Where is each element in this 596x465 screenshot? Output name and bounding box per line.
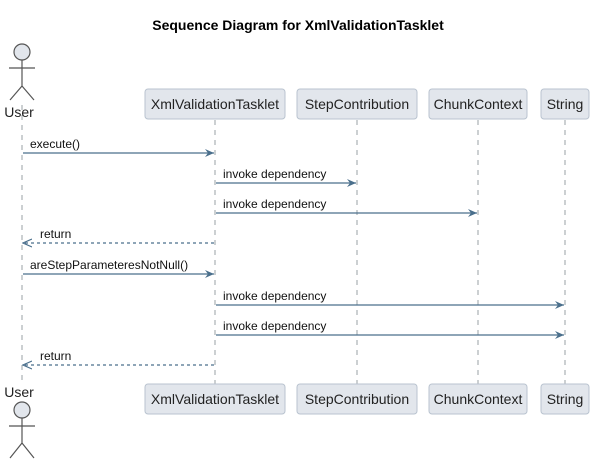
call-message: invoke dependency xyxy=(216,319,564,339)
actor-user-top: User xyxy=(4,43,35,120)
participant-step-bottom: StepContribution xyxy=(296,383,418,415)
participant-step-top: StepContribution xyxy=(296,88,418,120)
participant-box xyxy=(540,88,590,120)
call-message: areStepParameteresNotNull() xyxy=(23,258,214,278)
call-message: invoke dependency xyxy=(216,197,477,217)
message-label: return xyxy=(40,227,71,241)
participant-label: String xyxy=(547,96,584,112)
participant-label: String xyxy=(547,391,584,407)
return-message: return xyxy=(23,349,214,365)
participant-box xyxy=(144,383,286,415)
message-label: invoke dependency xyxy=(223,289,326,303)
participant-label: ChunkContext xyxy=(434,96,523,112)
message-label: invoke dependency xyxy=(223,167,326,181)
participant-chunk-top: ChunkContext xyxy=(428,88,528,120)
participant-string-top: String xyxy=(540,88,590,120)
user-actor-icon xyxy=(9,43,35,101)
participant-tasklet-bottom: XmlValidationTasklet xyxy=(144,383,286,415)
participant-chunk-bottom: ChunkContext xyxy=(428,383,528,415)
return-message: return xyxy=(23,227,214,243)
participant-box xyxy=(540,383,590,415)
call-message: invoke dependency xyxy=(216,167,356,187)
participant-box xyxy=(144,88,286,120)
participant-label: User xyxy=(4,384,34,400)
participant-string-bottom: String xyxy=(540,383,590,415)
participant-tasklet-top: XmlValidationTasklet xyxy=(144,88,286,120)
participant-box xyxy=(428,383,528,415)
message-label: areStepParameteresNotNull() xyxy=(30,258,188,272)
participant-label: ChunkContext xyxy=(434,391,523,407)
participant-label: User xyxy=(4,104,34,120)
actor-user-bottom: User xyxy=(4,384,35,459)
participant-box xyxy=(428,88,528,120)
diagram-title: Sequence Diagram for XmlValidationTaskle… xyxy=(152,17,444,33)
participant-label: StepContribution xyxy=(305,96,409,112)
participant-box xyxy=(296,383,418,415)
participant-label: StepContribution xyxy=(305,391,409,407)
call-message: execute() xyxy=(23,137,214,157)
participant-label: XmlValidationTasklet xyxy=(151,96,279,112)
message-label: return xyxy=(40,349,71,363)
call-message: invoke dependency xyxy=(216,289,564,309)
message-label: invoke dependency xyxy=(223,197,326,211)
participant-label: XmlValidationTasklet xyxy=(151,391,279,407)
message-label: invoke dependency xyxy=(223,319,326,333)
participant-box xyxy=(296,88,418,120)
message-label: execute() xyxy=(30,137,80,151)
user-actor-icon xyxy=(9,401,35,459)
